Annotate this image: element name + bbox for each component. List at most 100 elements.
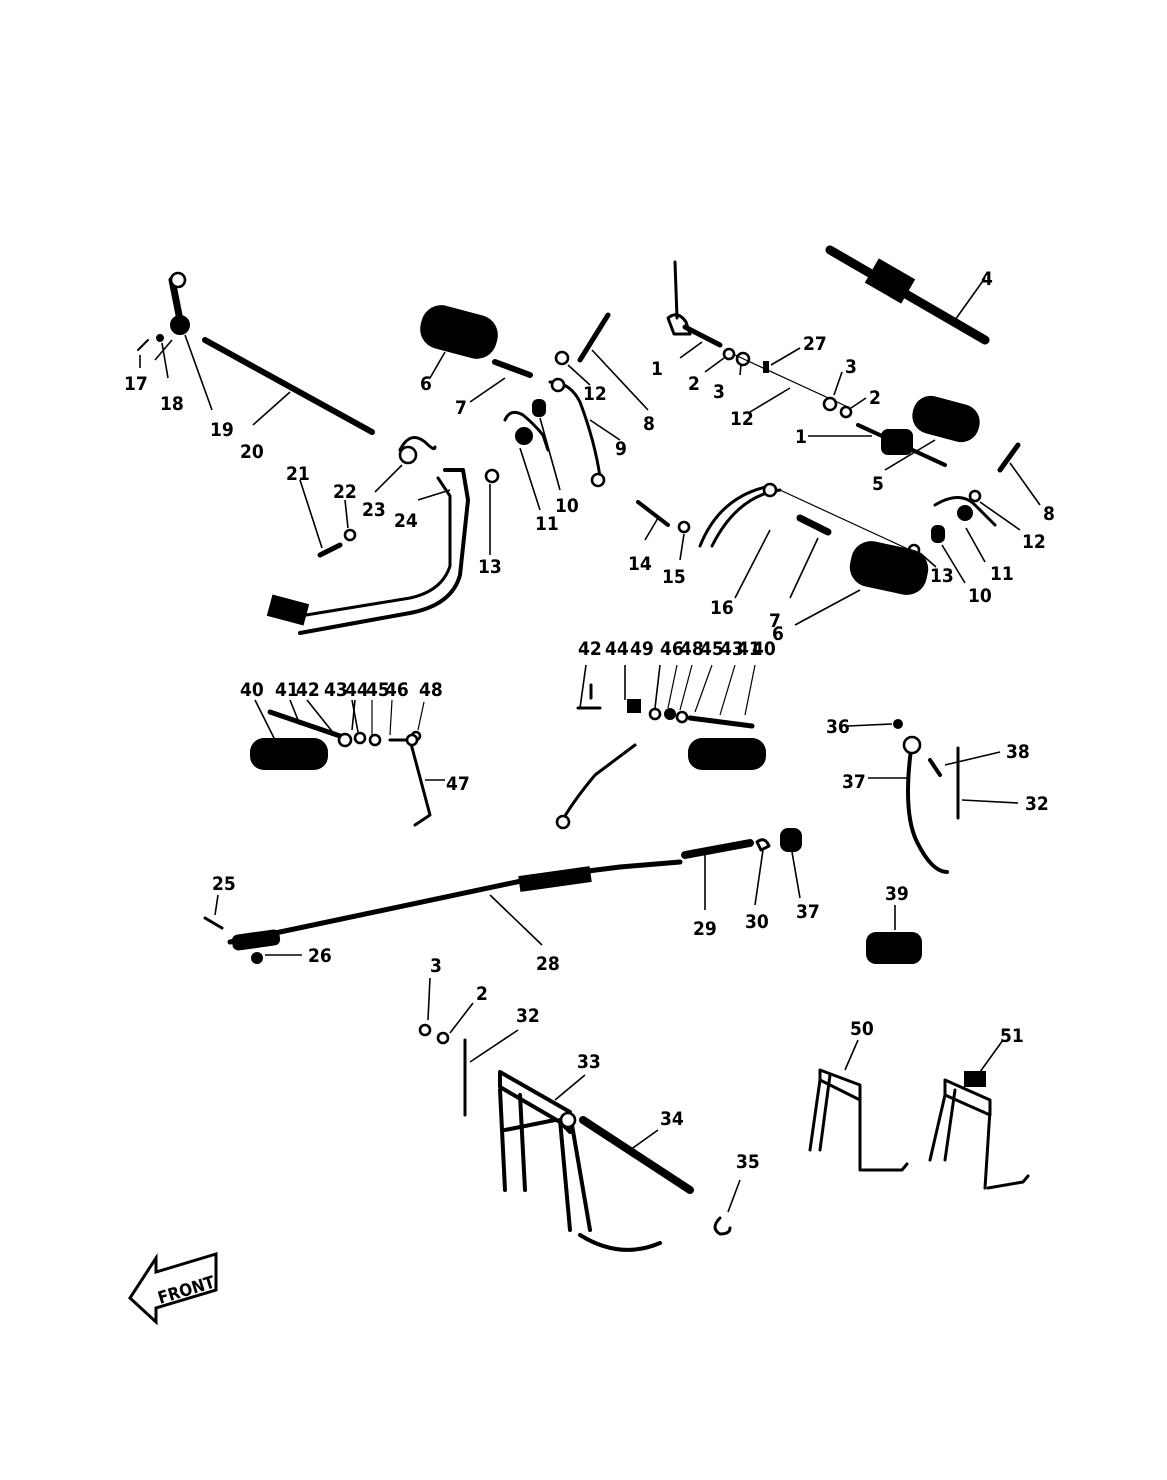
part-label: 29 <box>693 918 717 940</box>
cable-spring <box>681 839 754 859</box>
side-stand <box>906 740 949 874</box>
part-label: 51 <box>1000 1025 1024 1047</box>
center-stand-variant-51 <box>928 1039 1030 1190</box>
part-label: 24 <box>394 510 418 532</box>
cotter-pin <box>763 361 769 373</box>
part-label: 12 <box>1022 531 1046 553</box>
part-label: 12 <box>730 408 754 430</box>
right-footrest-group <box>636 245 1041 626</box>
part-label: 2 <box>688 373 700 395</box>
part-label: 37 <box>796 901 820 923</box>
part-label: 42 <box>578 638 602 660</box>
part-label: 22 <box>333 481 357 503</box>
part-label: 18 <box>160 393 184 415</box>
part-label: 41 <box>275 679 299 701</box>
part-label: 47 <box>446 773 470 795</box>
part-label: 32 <box>516 1005 540 1027</box>
part-label: 11 <box>990 563 1014 585</box>
part-label: 23 <box>362 499 386 521</box>
brake-pedal-group <box>137 271 649 635</box>
part-label: 44 <box>345 679 369 701</box>
part-label: 33 <box>577 1051 601 1073</box>
part-label: 12 <box>583 383 607 405</box>
part-label: 3 <box>430 955 442 977</box>
part-label: 10 <box>555 495 579 517</box>
part-label: 37 <box>842 771 866 793</box>
brake-pedal <box>298 468 470 635</box>
part-label: 41 <box>737 638 761 660</box>
part-label: 20 <box>240 441 264 463</box>
part-labels: 1 2 3 27 3 12 2 1 4 5 8 12 11 10 13 6 7 … <box>124 268 1055 1173</box>
part-label: 17 <box>124 373 148 395</box>
return-spring <box>398 436 437 452</box>
part-label: 3 <box>845 356 857 378</box>
part-label: 43 <box>324 679 348 701</box>
nut <box>822 396 838 412</box>
pedal-left-group <box>250 699 445 827</box>
part-label: 13 <box>930 565 954 587</box>
part-label: 46 <box>385 679 409 701</box>
part-label: 45 <box>366 679 390 701</box>
part-label: 43 <box>720 638 744 660</box>
part-label: 7 <box>769 610 781 632</box>
footrest-rubber <box>912 395 980 443</box>
part-label: 25 <box>212 873 236 895</box>
part-label: 45 <box>700 638 724 660</box>
part-label: 3 <box>713 381 725 403</box>
part-label: 8 <box>643 413 655 435</box>
part-label: 7 <box>455 397 467 419</box>
part-label: 6 <box>420 373 432 395</box>
brake-cable-group <box>203 828 802 964</box>
part-label: 40 <box>240 679 264 701</box>
center-stand-variant-50 <box>808 1039 909 1172</box>
part-label: 32 <box>1025 793 1049 815</box>
shift-pedal-arm <box>558 743 637 827</box>
part-label: 38 <box>1006 741 1030 763</box>
shift-pedal-arm <box>388 738 432 827</box>
center-stand-group <box>418 977 1030 1252</box>
part-label: 14 <box>628 553 652 575</box>
pedal-rubber <box>688 738 766 770</box>
part-label: 35 <box>736 1151 760 1173</box>
front-arrow: FRONT <box>128 1251 218 1326</box>
part-label: 48 <box>680 638 704 660</box>
part-label: 1 <box>651 358 663 380</box>
brake-cable <box>227 859 683 945</box>
part-label: 49 <box>630 638 654 660</box>
pedal-right-group <box>555 664 766 830</box>
part-label: 15 <box>662 566 686 588</box>
part-label: 21 <box>286 463 310 485</box>
footrest-rubber <box>849 541 929 595</box>
part-label: 16 <box>710 597 734 619</box>
part-label: 30 <box>745 911 769 933</box>
washer <box>968 489 982 503</box>
footrest-bar <box>825 245 990 345</box>
part-label: 36 <box>826 716 850 738</box>
part-label: 5 <box>872 473 884 495</box>
part-label: 13 <box>478 556 502 578</box>
part-label: 48 <box>419 679 443 701</box>
footrest-bracket <box>698 484 772 548</box>
spring <box>933 496 997 527</box>
part-label: 44 <box>605 638 629 660</box>
pedal-rubber <box>250 738 328 770</box>
part-label: 27 <box>803 333 827 355</box>
side-stand-group <box>847 719 1019 964</box>
part-label: 39 <box>885 883 909 905</box>
part-label: 19 <box>210 419 234 441</box>
part-label: 2 <box>869 387 881 409</box>
part-label: 11 <box>535 513 559 535</box>
part-label: 26 <box>308 945 332 967</box>
part-label: 40 <box>752 638 776 660</box>
part-label: 28 <box>536 953 560 975</box>
part-label: 50 <box>850 1018 874 1040</box>
pivot-bolt-upper <box>666 260 723 359</box>
part-label: 9 <box>615 438 627 460</box>
part-label: 42 <box>296 679 320 701</box>
part-label: 34 <box>660 1108 684 1130</box>
washer <box>677 520 691 534</box>
footrest-peg <box>881 429 936 471</box>
part-label: 10 <box>968 585 992 607</box>
part-label: 6 <box>772 623 784 645</box>
